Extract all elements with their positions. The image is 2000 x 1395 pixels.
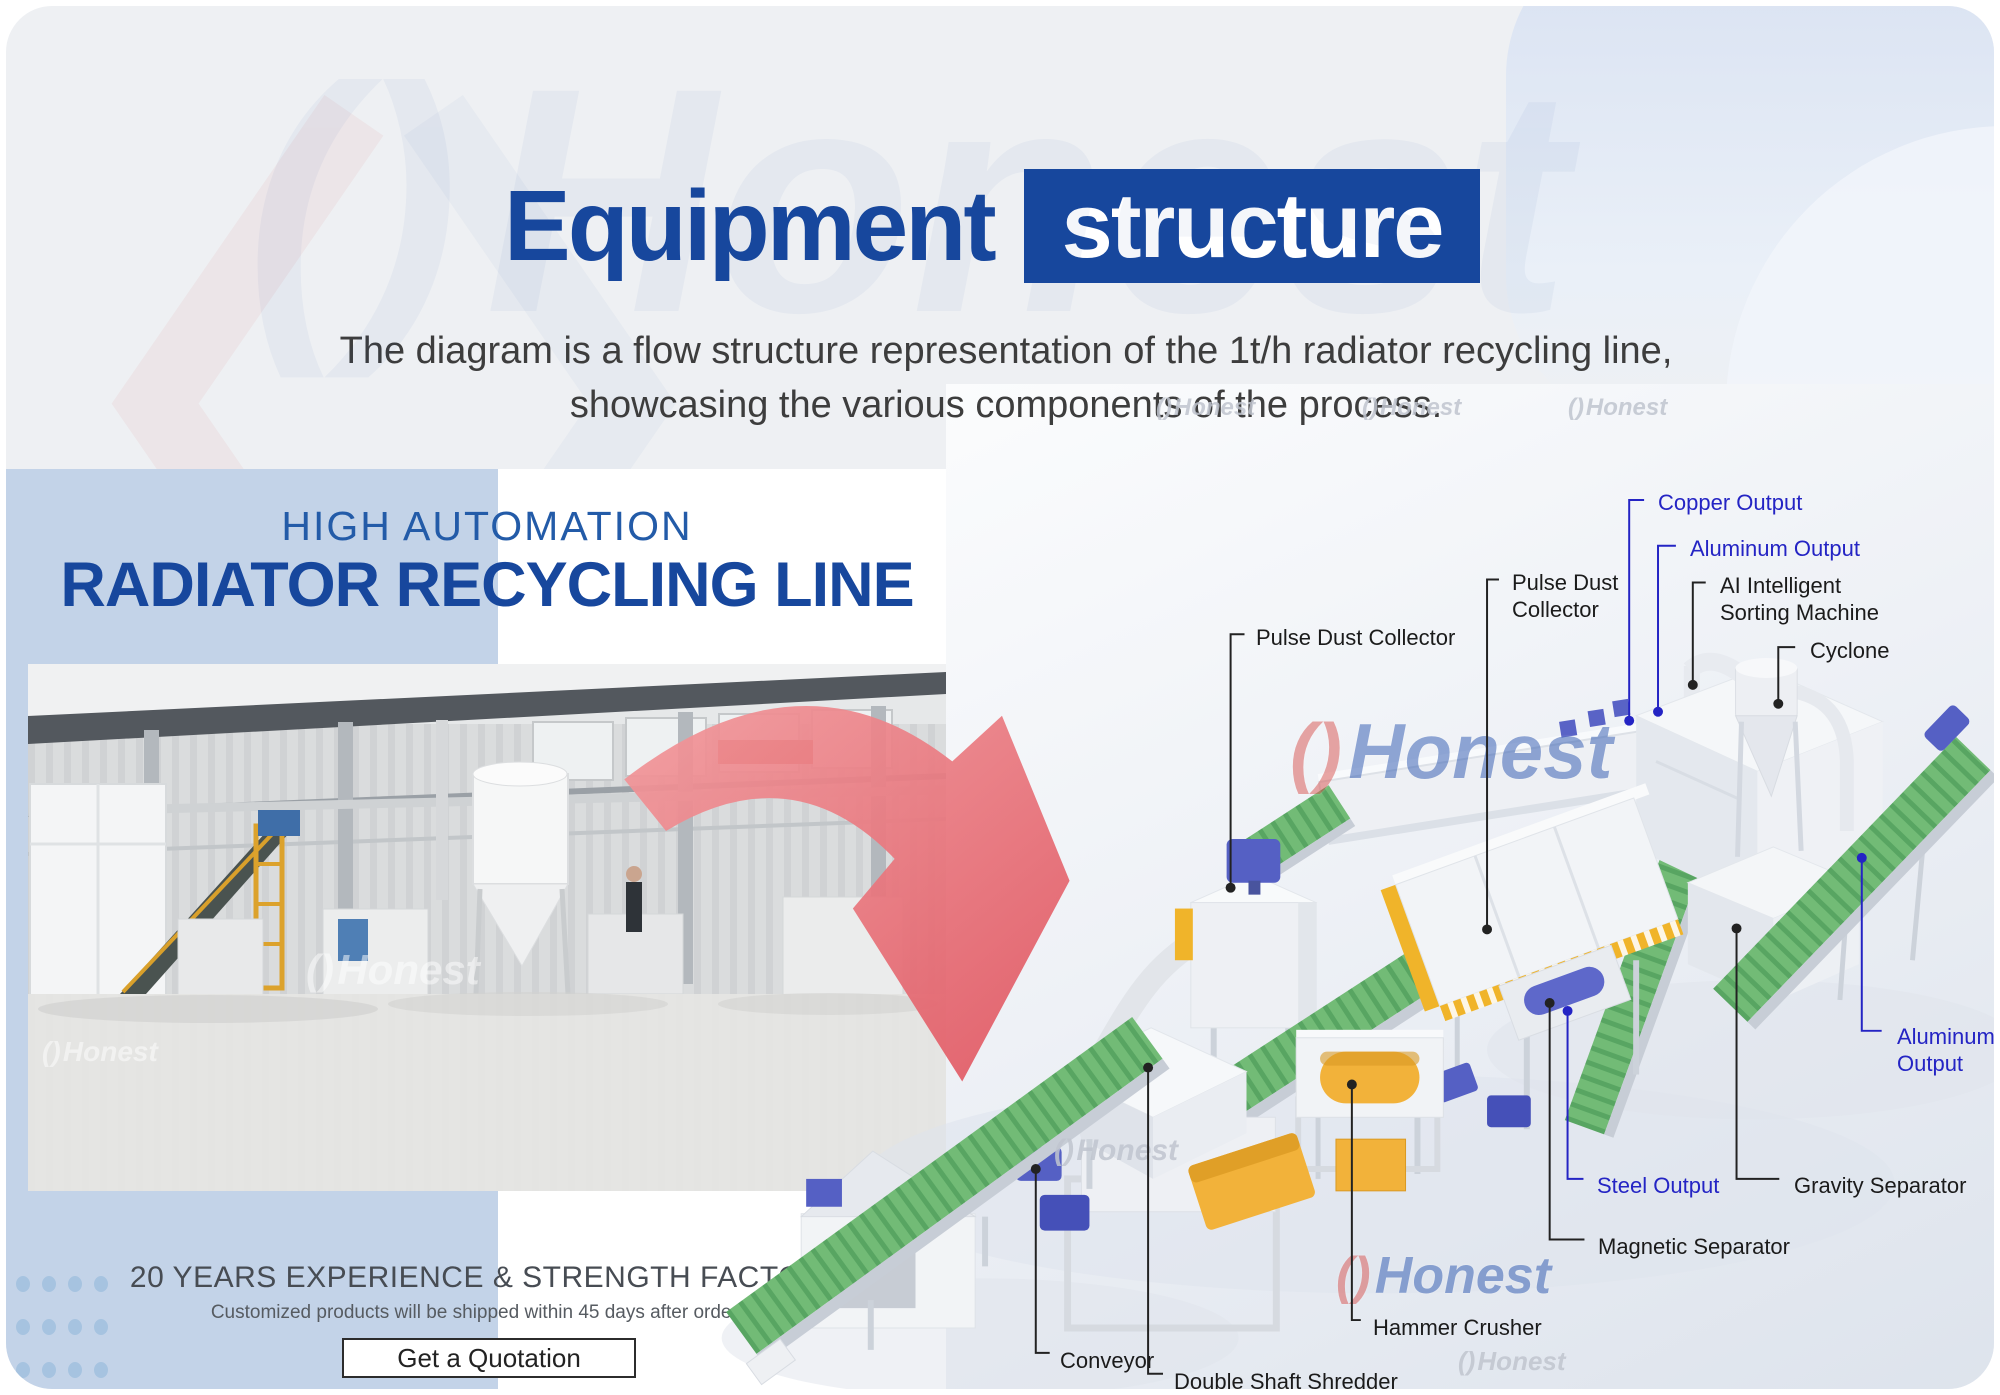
title-text: Equipment — [504, 170, 997, 282]
grid-dot — [42, 1362, 56, 1378]
grid-dot — [42, 1319, 56, 1335]
grid-dot — [94, 1362, 108, 1378]
title-highlight-box: structure — [1023, 169, 1481, 283]
factory-photo — [28, 664, 946, 1191]
kicker-heading: HIGH AUTOMATION — [281, 503, 693, 549]
grid-dot — [68, 1362, 82, 1378]
experience-heading: 20 YEARS EXPERIENCE & STRENGTH FACTORY — [129, 1261, 845, 1294]
diagram-background — [946, 384, 1994, 1389]
grid-dot — [68, 1276, 82, 1292]
product-heading: RADIATOR RECYCLING LINE — [60, 550, 914, 620]
subtitle: The diagram is a flow structure represen… — [6, 324, 1994, 432]
grid-dot — [94, 1276, 108, 1292]
grid-dot — [16, 1362, 30, 1378]
grid-dot — [94, 1319, 108, 1335]
title-highlight-text: structure — [1061, 174, 1445, 277]
get-quotation-button[interactable]: Get a Quotation — [342, 1338, 636, 1378]
grid-dot — [16, 1276, 30, 1292]
subtitle-line-2: showcasing the various components of the… — [569, 384, 1443, 426]
content-card: Equipment structure The diagram is a flo… — [6, 6, 1994, 1389]
grid-dot — [68, 1319, 82, 1335]
subtitle-line-1: The diagram is a flow structure represen… — [339, 330, 1673, 372]
page-title: Equipment structure — [504, 169, 1481, 283]
grid-dot — [42, 1276, 56, 1292]
shipping-note: Customized products will be shipped with… — [210, 1302, 764, 1323]
grid-dot — [16, 1319, 30, 1335]
